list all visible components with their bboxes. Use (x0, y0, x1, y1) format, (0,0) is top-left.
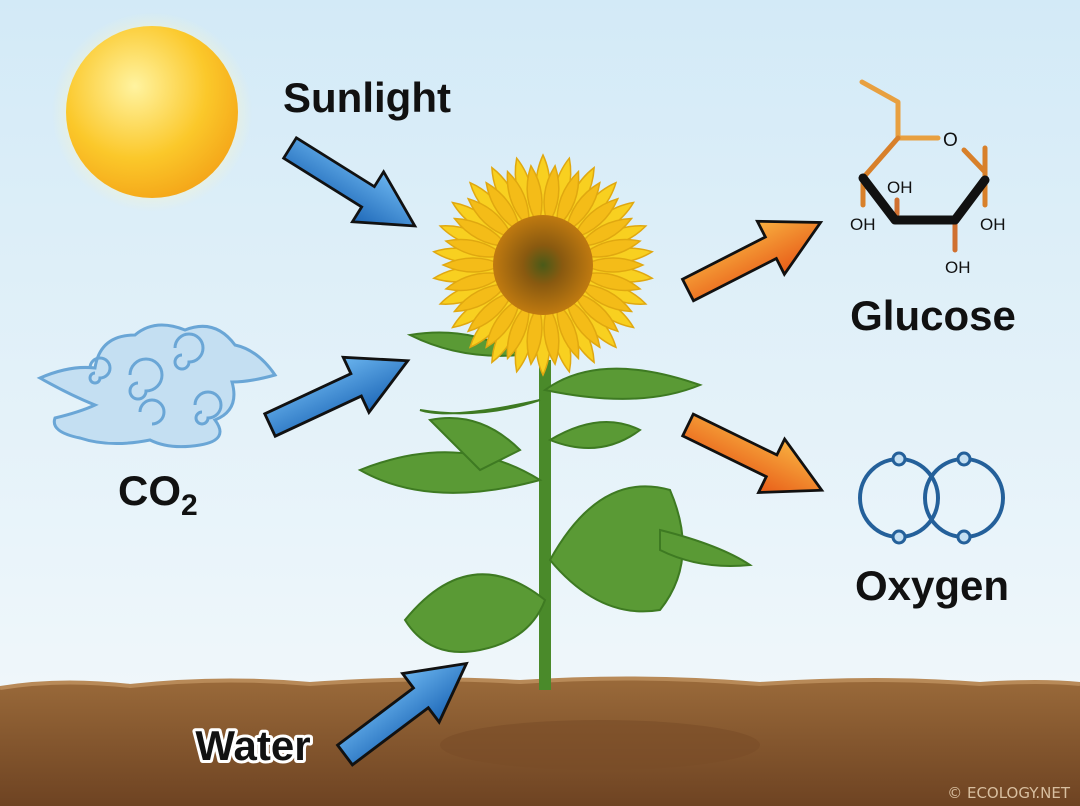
petal (564, 181, 601, 234)
petal (526, 163, 543, 228)
oh-label: OH (887, 178, 913, 197)
petal (466, 197, 515, 240)
petal (506, 169, 530, 230)
sun-icon (52, 12, 252, 212)
petal (452, 282, 510, 313)
petal (576, 282, 634, 313)
petal (444, 238, 506, 258)
petal (526, 302, 543, 367)
petal (581, 257, 645, 273)
petal (556, 300, 580, 361)
sunlight-label: Sunlight (283, 74, 451, 121)
oxygen-label: Oxygen (855, 562, 1009, 609)
water-label: Water (195, 722, 310, 769)
oh-label: OH (980, 215, 1006, 234)
glucose-molecule-icon: O OH OH OH OH (850, 79, 1006, 277)
petal (441, 257, 505, 273)
petal (556, 169, 580, 230)
petal (506, 300, 530, 361)
petal (580, 238, 642, 258)
petal (571, 290, 620, 333)
oh-label: OH (850, 215, 876, 234)
oh-label: OH (945, 258, 971, 277)
credit-watermark: © ECOLOGY.NET (947, 784, 1071, 802)
soil-ground (0, 676, 1080, 806)
petal (571, 197, 620, 240)
petal (564, 296, 601, 349)
petal (543, 163, 560, 228)
petal (485, 296, 522, 349)
petal (466, 290, 515, 333)
ring-oxygen-label: O (943, 130, 958, 151)
sunflower-plant (357, 153, 753, 690)
oxygen-molecule-icon (858, 451, 1005, 545)
petal (576, 217, 634, 248)
petal (543, 302, 560, 367)
cloud-icon (36, 323, 278, 449)
petal (444, 272, 506, 292)
petal (452, 217, 510, 248)
co2-label: CO2 (118, 467, 198, 522)
petal (580, 272, 642, 292)
petal (485, 181, 522, 234)
glucose-label: Glucose (850, 292, 1016, 339)
